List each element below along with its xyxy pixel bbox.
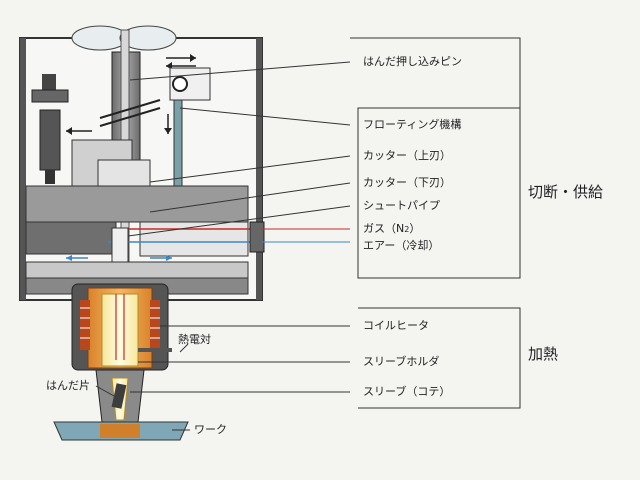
label-solder-piece: はんだ片 (46, 379, 90, 392)
air-arrow-left-head (66, 255, 72, 261)
label-air: エアー（冷却） (363, 239, 440, 252)
gear-mount (42, 74, 56, 92)
label-coil-heater: コイルヒータ (363, 319, 429, 332)
pin-break-mark-2 (99, 107, 161, 127)
label-sleeve-holder: スリーブホルダ (363, 355, 440, 368)
base-plate (25, 261, 249, 279)
right-arrow-upper-head (190, 54, 196, 62)
coil-right (150, 300, 160, 350)
label-thermocouple: 熱電対 (178, 333, 211, 346)
leader-push-pin (129, 61, 351, 81)
leader-floating (179, 107, 351, 126)
housing-left-wall (20, 38, 26, 300)
label-cutter-lower: カッター（下刃） (363, 176, 451, 189)
sleeve-holder (101, 293, 139, 367)
label-solder-push-pin: はんだ押し込みピン (363, 55, 462, 68)
section-cut-feed: 切断・供給 (528, 183, 604, 201)
label-sleeve: スリーブ（コテ） (363, 385, 451, 398)
solder-piece (111, 383, 127, 409)
upper-cutter-blade (97, 159, 151, 191)
inlet-port (249, 221, 265, 253)
section-heating: 加熱 (528, 345, 559, 363)
gear (31, 89, 69, 103)
left-arrow-head (66, 127, 72, 135)
cam-rod (173, 99, 183, 187)
leader-chute-pipe (127, 205, 351, 237)
reel-right (119, 25, 177, 51)
housing-right-wall (256, 38, 262, 300)
label-gas: ガス（N2） (363, 222, 421, 235)
pin-break-mark-1 (99, 99, 161, 119)
bracket-cut-feed (350, 37, 521, 279)
lower-cutter-body (25, 221, 117, 255)
down-arrow-head (164, 128, 172, 134)
leader-upper-cutter (149, 155, 351, 183)
leader-lower-cutter (149, 182, 351, 213)
left-cylinder (39, 109, 61, 171)
coil-left (80, 300, 90, 350)
thermocouple (138, 348, 172, 352)
air-arrow-right-head (166, 255, 172, 261)
label-workpiece: ワーク (194, 423, 227, 436)
label-floating-mechanism: フローティング機構 (363, 118, 462, 131)
leader-solder-piece (95, 385, 115, 397)
lower-cutter-blade (139, 221, 249, 257)
workpiece-pad (100, 424, 140, 438)
left-cylinder-rod (45, 170, 55, 184)
bracket-heating (358, 307, 521, 409)
main-plate (25, 185, 249, 223)
label-chute-pipe: シュートパイプ (363, 199, 440, 212)
leader-thermocouple (179, 343, 189, 353)
cam-wheel (172, 76, 188, 92)
label-cutter-upper: カッター（上刃） (363, 149, 451, 162)
